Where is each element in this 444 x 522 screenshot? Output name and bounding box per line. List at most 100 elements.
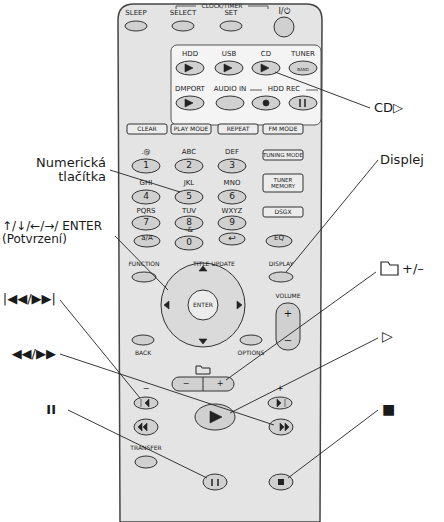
remote-button: [252, 61, 280, 75]
button-label: I/⏻: [278, 8, 289, 17]
button-label: DISPLAY: [269, 261, 294, 268]
remote-button: [220, 21, 242, 31]
divider: [203, 377, 204, 391]
record-symbol: [263, 100, 269, 106]
button-label: TUNER MEMORY: [265, 177, 301, 189]
button-label: ENTER: [193, 302, 213, 309]
button-label: 6: [229, 192, 235, 202]
leader-line: [60, 354, 274, 425]
button-label: HDD: [182, 51, 198, 59]
button-label: EQ: [274, 235, 284, 243]
remote-button: [263, 174, 303, 192]
remote-button: [263, 207, 303, 217]
remote-button: [134, 419, 158, 435]
button-label: .@: [141, 149, 150, 157]
remote-button: [134, 235, 160, 247]
remote-body: [118, 4, 322, 522]
button-label: +: [277, 385, 284, 394]
button-label: FUNCTION: [128, 261, 159, 268]
remote-button: [135, 456, 157, 468]
button-label: CLEAR: [137, 126, 157, 133]
button-label: MNO: [224, 180, 241, 188]
button-label: AUDIO IN: [214, 86, 246, 94]
button-symbol: [210, 411, 222, 423]
button-label: JKL: [184, 180, 195, 188]
button-label: 1: [143, 161, 149, 171]
button-symbol: [164, 301, 169, 309]
callout-label: ↑/↓/←/→/ ENTER (Potvrzení): [2, 220, 114, 246]
button-symbol: [141, 399, 149, 407]
button-symbol: [280, 423, 289, 431]
button-label: 5: [186, 192, 192, 202]
remote-button: [132, 216, 160, 230]
remote-button: [216, 96, 244, 110]
button-label: DMPORT: [175, 86, 205, 94]
remote-button: [176, 61, 204, 75]
callout-label: ▷: [382, 329, 393, 344]
callout-label: |◀◀/▶▶|: [3, 292, 56, 306]
button-symbol: [185, 64, 193, 72]
remote-button: [263, 150, 303, 160]
remote-button: [218, 190, 246, 204]
remote-button: [289, 96, 317, 110]
button-label: 0: [186, 238, 192, 248]
button-label: a/A: [141, 235, 152, 243]
leader-line: [68, 410, 207, 478]
remote-button: [132, 190, 160, 204]
remote-button: [269, 419, 293, 435]
button-label: -&: [185, 227, 193, 235]
volume-button: [276, 303, 300, 350]
leader-line: [230, 338, 378, 413]
remote-button: [215, 61, 243, 75]
button-label: USB: [222, 51, 236, 59]
remote-button: [269, 272, 293, 282]
button-symbol: [261, 64, 269, 72]
button-label: 4: [143, 192, 149, 202]
remote-button: [218, 159, 246, 173]
leader-line: [286, 160, 378, 272]
power-button: [274, 17, 294, 37]
remote-button: [289, 61, 317, 75]
folder-icon: [381, 262, 398, 275]
leader-line: [115, 236, 168, 290]
remote-button: [218, 124, 258, 134]
button-label: SLEEP: [125, 10, 146, 18]
button-label: −: [183, 380, 190, 389]
button-symbol: [138, 423, 147, 431]
button-label: GHI: [140, 180, 153, 188]
pause-symbol: [300, 99, 305, 107]
button-symbol: [224, 64, 232, 72]
button-label: FM MODE: [269, 126, 298, 133]
button-label: −: [143, 385, 150, 394]
button-label: TUNER: [291, 51, 315, 59]
button-label: SELECT: [170, 10, 196, 18]
button-label: +: [284, 308, 292, 319]
button-label: VOLUME: [275, 293, 300, 300]
callout-label: Numerická tlačítka: [16, 156, 106, 185]
remote-button: [127, 124, 167, 134]
enter-button: [188, 290, 218, 320]
dpad: [161, 263, 245, 347]
button-label: 9: [229, 218, 235, 228]
remote-button: [176, 96, 204, 110]
remote-button: [203, 474, 227, 490]
remote-button: [125, 21, 147, 31]
button-symbol: [199, 266, 207, 271]
remote-button: [240, 335, 262, 345]
leader-line: [60, 300, 140, 398]
button-label: ABC: [182, 149, 196, 157]
stop-symbol: [278, 479, 284, 485]
callout-label: ■: [382, 402, 395, 417]
button-symbol: [185, 99, 193, 107]
button-label: PLAY MODE: [174, 126, 209, 133]
callout-label: +/–: [402, 262, 424, 276]
source-panel: [171, 45, 321, 125]
button-label: OPTIONS: [238, 350, 265, 357]
remote-button: [175, 159, 203, 173]
callout-label: CD▷: [374, 101, 403, 115]
remote-button: [268, 397, 292, 409]
remote-button: [219, 233, 245, 245]
folder-icon: [196, 366, 210, 374]
remote-button: [175, 236, 203, 250]
callout-label: ◀◀/▶▶: [12, 347, 56, 361]
